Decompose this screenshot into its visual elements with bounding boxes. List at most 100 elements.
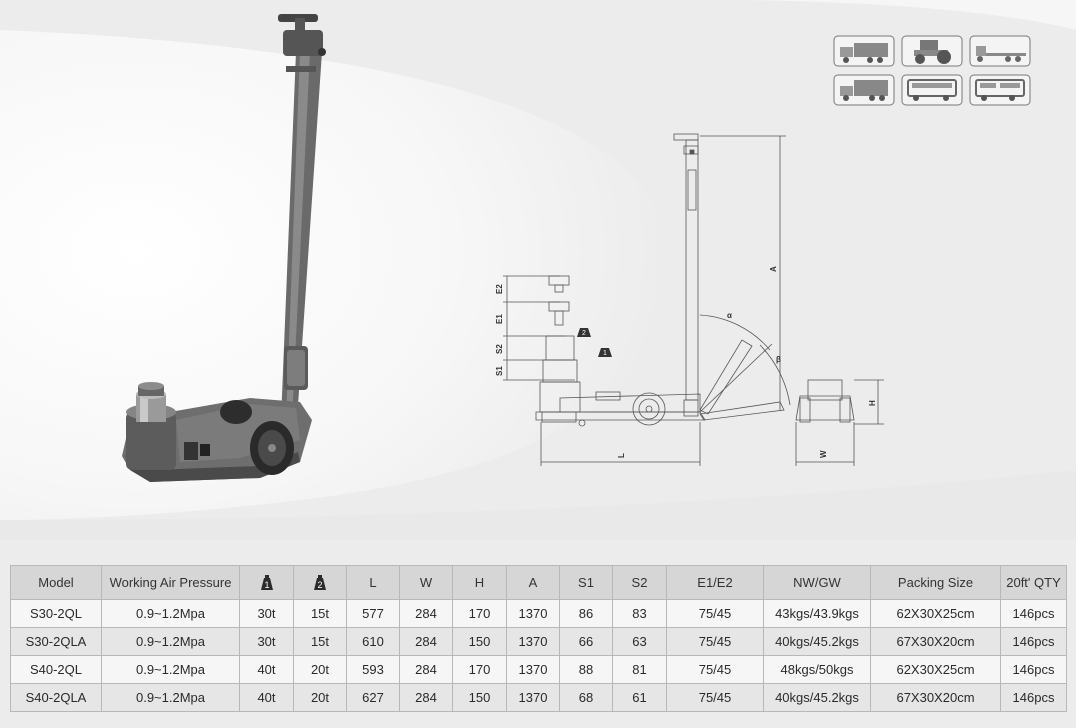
svg-text:1: 1 xyxy=(603,350,607,357)
svg-text:2: 2 xyxy=(582,330,586,337)
cell-s2: 81 xyxy=(612,655,667,684)
cell-stage-1: 40t xyxy=(239,683,294,712)
cell-packing-size: 67X30X20cm xyxy=(870,627,1001,656)
header-working-air-pressure: Working Air Pressure xyxy=(101,565,240,600)
cell-s2: 61 xyxy=(612,683,667,712)
technical-drawing xyxy=(503,133,884,466)
cell-s1: 68 xyxy=(559,683,613,712)
header-h: H xyxy=(452,565,507,600)
label-l: L xyxy=(617,453,626,458)
cell-e1-e2: 75/45 xyxy=(666,599,764,628)
label-a: A xyxy=(769,266,778,272)
header-s1: S1 xyxy=(559,565,613,600)
cell-stage-1: 30t xyxy=(239,599,294,628)
label-e2: E2 xyxy=(495,284,504,294)
header-a: A xyxy=(506,565,560,600)
cell-nw-gw: 48kgs/50kgs xyxy=(763,655,871,684)
cell-s1: 66 xyxy=(559,627,613,656)
cell-e1-e2: 75/45 xyxy=(666,627,764,656)
weight-1-icon: 1 xyxy=(260,574,273,590)
header-stage-1-capacity: 1 xyxy=(239,565,294,600)
header-nw-gw: NW/GW xyxy=(763,565,871,600)
cell-w: 284 xyxy=(399,655,453,684)
cell-nw-gw: 43kgs/43.9kgs xyxy=(763,599,871,628)
table-row: S40-2QLA 0.9~1.2Mpa 40t 20t 627 284 150 … xyxy=(10,683,1067,712)
header-stage-2-capacity: 2 xyxy=(293,565,347,600)
cell-model: S30-2QL xyxy=(10,599,102,628)
label-w: W xyxy=(819,450,828,458)
cell-w: 284 xyxy=(399,683,453,712)
cell-model: S40-2QLA xyxy=(10,683,102,712)
cell-pressure: 0.9~1.2Mpa xyxy=(101,683,240,712)
van-truck-icon xyxy=(833,74,895,106)
header-w: W xyxy=(399,565,453,600)
weight-2-icon: 2 xyxy=(314,574,326,590)
svg-text:1: 1 xyxy=(264,580,269,590)
cell-a: 1370 xyxy=(506,599,560,628)
cell-qty: 146pcs xyxy=(1000,599,1067,628)
cell-stage-2: 15t xyxy=(293,599,347,628)
stage-2-marker: 2 xyxy=(577,328,591,337)
label-h: H xyxy=(868,400,877,406)
cell-h: 170 xyxy=(452,655,507,684)
truck-icon xyxy=(833,35,895,67)
header-s2: S2 xyxy=(612,565,667,600)
table-row: S30-2QL 0.9~1.2Mpa 30t 15t 577 284 170 1… xyxy=(10,599,1067,628)
cell-pressure: 0.9~1.2Mpa xyxy=(101,627,240,656)
bus-icon xyxy=(901,74,963,106)
cell-stage-2: 20t xyxy=(293,655,347,684)
coach-icon xyxy=(969,74,1031,106)
cell-s1: 88 xyxy=(559,655,613,684)
header-e1-e2: E1/E2 xyxy=(666,565,764,600)
stage-1-marker: 1 xyxy=(598,348,612,357)
cell-packing-size: 67X30X20cm xyxy=(870,683,1001,712)
label-beta: β xyxy=(776,355,781,364)
cell-packing-size: 62X30X25cm xyxy=(870,599,1001,628)
cell-pressure: 0.9~1.2Mpa xyxy=(101,655,240,684)
cell-stage-2: 20t xyxy=(293,683,347,712)
cell-pressure: 0.9~1.2Mpa xyxy=(101,599,240,628)
cell-h: 150 xyxy=(452,683,507,712)
table-header-row: Model Working Air Pressure 1 2 L W H A xyxy=(10,565,1067,600)
cell-e1-e2: 75/45 xyxy=(666,683,764,712)
product-figure: E2 E1 S2 S1 A L W H α β 2 1 xyxy=(122,14,1031,482)
jack-photo xyxy=(122,14,326,482)
cell-nw-gw: 40kgs/45.2kgs xyxy=(763,683,871,712)
cell-model: S40-2QL xyxy=(10,655,102,684)
flatbed-trailer-icon xyxy=(969,35,1031,67)
cell-s2: 63 xyxy=(612,627,667,656)
cell-s1: 86 xyxy=(559,599,613,628)
label-alpha: α xyxy=(727,311,732,320)
cell-nw-gw: 40kgs/45.2kgs xyxy=(763,627,871,656)
cell-qty: 146pcs xyxy=(1000,683,1067,712)
cell-l: 577 xyxy=(346,599,400,628)
cell-model: S30-2QLA xyxy=(10,627,102,656)
tractor-icon xyxy=(901,35,963,67)
cell-s2: 83 xyxy=(612,599,667,628)
label-s1: S1 xyxy=(495,366,504,376)
cell-l: 627 xyxy=(346,683,400,712)
cell-stage-2: 15t xyxy=(293,627,347,656)
cell-a: 1370 xyxy=(506,683,560,712)
cell-packing-size: 62X30X25cm xyxy=(870,655,1001,684)
svg-text:2: 2 xyxy=(318,580,323,590)
cell-stage-1: 40t xyxy=(239,655,294,684)
cell-w: 284 xyxy=(399,599,453,628)
vehicle-icons xyxy=(833,35,1031,106)
cell-a: 1370 xyxy=(506,627,560,656)
cell-e1-e2: 75/45 xyxy=(666,655,764,684)
header-packing-size: Packing Size xyxy=(870,565,1001,600)
cell-l: 593 xyxy=(346,655,400,684)
cell-w: 284 xyxy=(399,627,453,656)
cell-qty: 146pcs xyxy=(1000,655,1067,684)
label-s2: S2 xyxy=(495,344,504,354)
header-model: Model xyxy=(10,565,102,600)
header-l: L xyxy=(346,565,400,600)
table-row: S40-2QL 0.9~1.2Mpa 40t 20t 593 284 170 1… xyxy=(10,655,1067,684)
label-e1: E1 xyxy=(495,314,504,324)
cell-qty: 146pcs xyxy=(1000,627,1067,656)
spec-table: Model Working Air Pressure 1 2 L W H A xyxy=(10,565,1067,712)
header-20ft-qty: 20ft' QTY xyxy=(1000,565,1067,600)
cell-h: 150 xyxy=(452,627,507,656)
table-row: S30-2QLA 0.9~1.2Mpa 30t 15t 610 284 150 … xyxy=(10,627,1067,656)
